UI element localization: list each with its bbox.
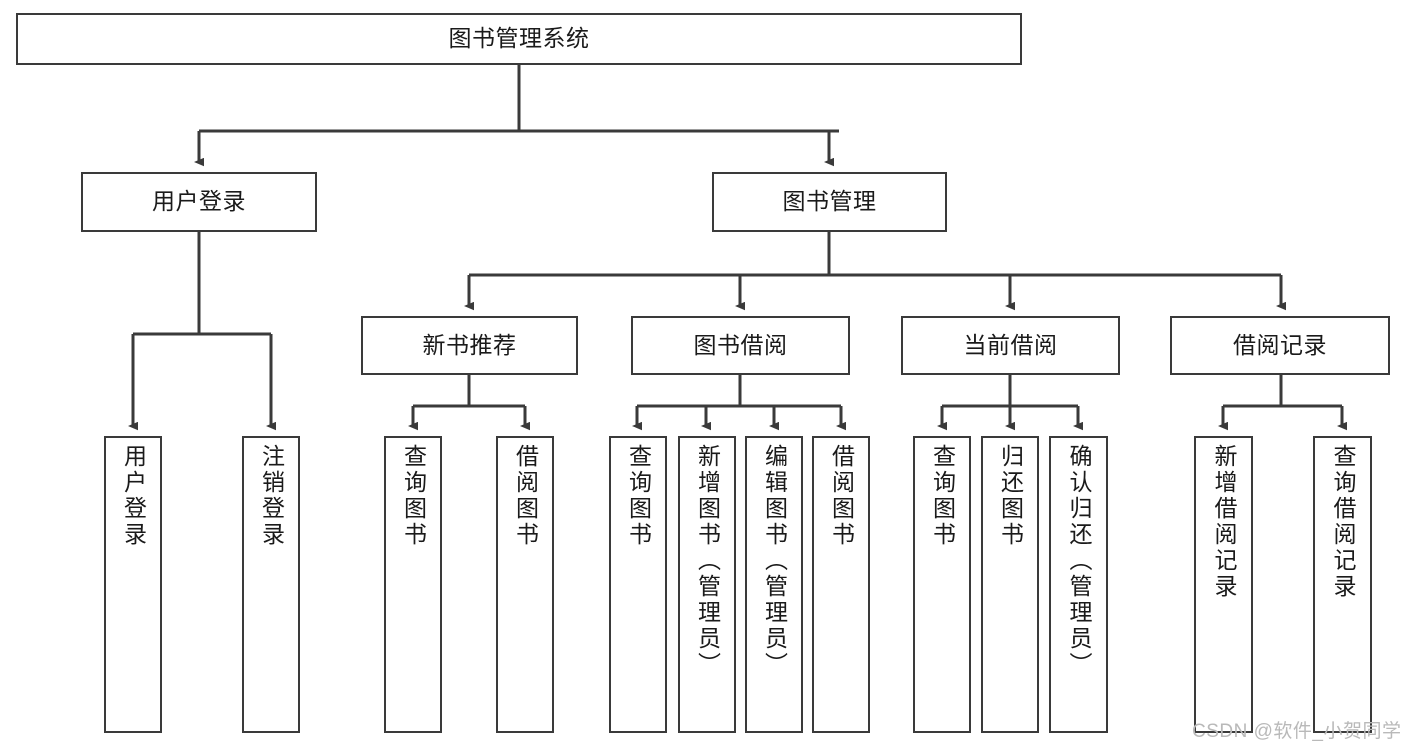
node-label: 查询图书: [625, 444, 652, 548]
node-label: 借阅图书: [512, 444, 539, 548]
node-label: 图书借阅: [693, 331, 788, 358]
node-label: 确认归还（管理员）: [1066, 444, 1092, 678]
node-label: 注销登录: [258, 444, 285, 548]
node-leaf-add-book-admin[interactable]: 新增图书（管理员）: [678, 436, 736, 733]
node-label: 图书管理系统: [448, 25, 590, 52]
node-leaf-return-book[interactable]: 归还图书: [981, 436, 1039, 733]
node-leaf-user-login[interactable]: 用户登录: [104, 436, 162, 733]
node-label: 查询图书: [400, 444, 427, 548]
node-leaf-query-borrow-record[interactable]: 查询借阅记录: [1313, 436, 1372, 733]
node-label: 编辑图书（管理员）: [761, 444, 788, 678]
node-label: 当前借阅: [963, 331, 1058, 358]
node-root-system[interactable]: 图书管理系统: [16, 13, 1022, 65]
node-label: 归还图书: [997, 444, 1024, 548]
node-label: 查询图书: [929, 444, 956, 548]
node-current-borrow[interactable]: 当前借阅: [901, 316, 1120, 375]
node-new-book-recommend[interactable]: 新书推荐: [361, 316, 578, 375]
node-book-management[interactable]: 图书管理: [712, 172, 947, 232]
node-leaf-query-book-borrow[interactable]: 查询图书: [609, 436, 667, 733]
csdn-watermark: CSDN @软件_小贺同学: [1192, 721, 1402, 742]
node-label: 查询借阅记录: [1330, 444, 1356, 600]
node-leaf-query-book-current[interactable]: 查询图书: [913, 436, 971, 733]
node-book-borrow[interactable]: 图书借阅: [631, 316, 850, 375]
node-leaf-query-book-newbook[interactable]: 查询图书: [384, 436, 442, 733]
node-label: 借阅记录: [1233, 331, 1327, 358]
node-label: 用户登录: [120, 444, 147, 548]
node-label: 借阅图书: [828, 444, 855, 548]
node-borrow-record[interactable]: 借阅记录: [1170, 316, 1390, 375]
node-user-login[interactable]: 用户登录: [81, 172, 317, 232]
node-label: 新增图书（管理员）: [694, 444, 721, 678]
node-label: 新书推荐: [422, 331, 517, 358]
node-label: 图书管理: [782, 188, 877, 215]
node-leaf-confirm-return-admin[interactable]: 确认归还（管理员）: [1049, 436, 1108, 733]
node-leaf-add-borrow-record[interactable]: 新增借阅记录: [1194, 436, 1253, 733]
node-label: 新增借阅记录: [1211, 444, 1237, 600]
node-leaf-edit-book-admin[interactable]: 编辑图书（管理员）: [745, 436, 803, 733]
node-leaf-borrow-book[interactable]: 借阅图书: [812, 436, 870, 733]
node-label: 用户登录: [152, 188, 246, 215]
node-leaf-logout[interactable]: 注销登录: [242, 436, 300, 733]
node-leaf-borrow-book-newbook[interactable]: 借阅图书: [496, 436, 554, 733]
